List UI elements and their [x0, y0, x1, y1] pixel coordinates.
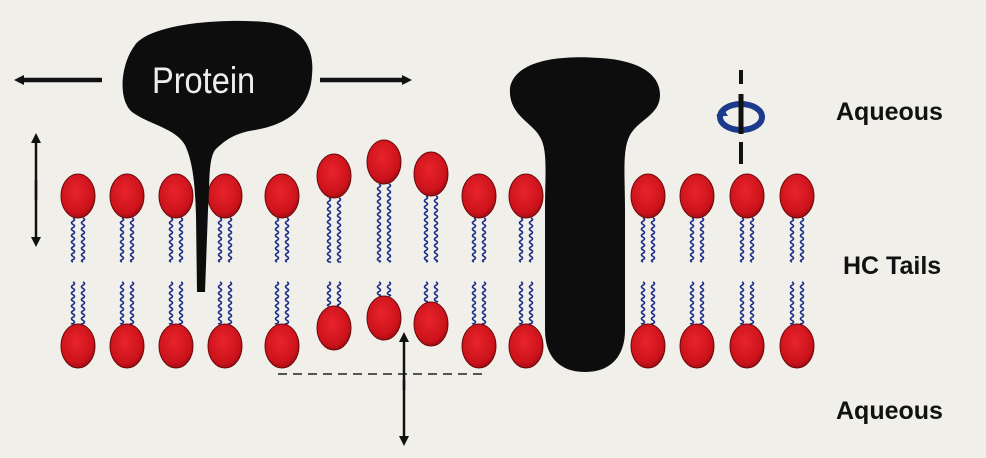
lipid-headgroup: [208, 174, 242, 218]
rotation-icon: [716, 70, 762, 164]
lipid-tail: [425, 282, 428, 302]
lipid-tail: [82, 218, 85, 262]
lipid-tail: [131, 218, 134, 262]
lipid-headgroup: [680, 324, 714, 368]
lipid-tail: [652, 218, 655, 262]
lipid-tail: [388, 184, 391, 262]
lipid-tail: [691, 218, 694, 262]
lipid-headgroup: [730, 324, 764, 368]
lipid-tail: [286, 282, 289, 324]
lipid-tail: [82, 282, 85, 324]
lipid-tail: [388, 282, 391, 296]
lipid-tail: [131, 282, 134, 324]
lipid-headgroup: [730, 174, 764, 218]
lipid-tail: [286, 218, 289, 262]
lipid-tail: [121, 218, 124, 262]
lipid-tail: [701, 218, 704, 262]
lipid-tail: [751, 282, 754, 324]
lipid-headgroup: [159, 324, 193, 368]
lipid-headgroup: [509, 324, 543, 368]
lipid-tail: [791, 218, 794, 262]
lipid-headgroup: [61, 324, 95, 368]
lipid-headgroup: [159, 174, 193, 218]
lipid-tail: [170, 282, 173, 324]
lipid-headgroup: [414, 152, 448, 196]
lipid-tail: [328, 198, 331, 262]
lipid-headgroup: [367, 140, 401, 184]
lipid-headgroup: [110, 174, 144, 218]
lipid-tail: [741, 282, 744, 324]
lipid-headgroup: [680, 174, 714, 218]
lipid-tail: [751, 218, 754, 262]
lipid-tail: [378, 184, 381, 262]
lipid-tail: [219, 218, 222, 262]
lipid-tail: [701, 282, 704, 324]
lipid-tail: [801, 218, 804, 262]
lipid-tail: [642, 218, 645, 262]
lipid-tail: [378, 282, 381, 296]
lipid-tail: [483, 218, 486, 262]
aqueous-bottom-label: Aqueous: [836, 397, 943, 426]
lipid-tail: [691, 282, 694, 324]
lipid-tail: [338, 282, 341, 306]
lipid-headgroup: [462, 174, 496, 218]
lipid-tail: [170, 218, 173, 262]
lipid-tail: [229, 218, 232, 262]
lipid-tail: [652, 282, 655, 324]
lipid-tail: [642, 282, 645, 324]
lipid-tail: [229, 282, 232, 324]
lipid-tail: [338, 198, 341, 262]
lipid-tail: [520, 282, 523, 324]
lipid-headgroup: [110, 324, 144, 368]
lipid-tail: [801, 282, 804, 324]
lipid-tail: [791, 282, 794, 324]
lipid-headgroup: [317, 306, 351, 350]
lipid-tail: [276, 218, 279, 262]
lipid-tail: [180, 282, 183, 324]
lipid-headgroup: [265, 174, 299, 218]
lipid-headgroup: [208, 324, 242, 368]
lipid-tail: [72, 282, 75, 324]
lipid-tail: [483, 282, 486, 324]
lipid-tail: [425, 196, 428, 262]
protein-label: Protein: [152, 60, 255, 102]
lipid-bilayer: [61, 140, 814, 368]
lipid-headgroup: [367, 296, 401, 340]
lipid-tail: [435, 282, 438, 302]
lipid-tail: [741, 218, 744, 262]
lipid-headgroup: [631, 324, 665, 368]
lipid-headgroup: [509, 174, 543, 218]
lipid-tail: [473, 282, 476, 324]
lipid-headgroup: [780, 174, 814, 218]
lipid-tail: [530, 218, 533, 262]
lipid-headgroup: [265, 324, 299, 368]
hc-tails-label: HC Tails: [843, 252, 941, 281]
lipid-tail: [473, 218, 476, 262]
lipid-tail: [520, 218, 523, 262]
lipid-headgroup: [61, 174, 95, 218]
lipid-tail: [219, 282, 222, 324]
lipid-headgroup: [780, 324, 814, 368]
lipid-tail: [435, 196, 438, 262]
lipid-tail: [121, 282, 124, 324]
lipid-tail: [276, 282, 279, 324]
lipid-headgroup: [631, 174, 665, 218]
lipid-tail: [72, 218, 75, 262]
lipid-tail: [530, 282, 533, 324]
lipid-headgroup: [317, 154, 351, 198]
lipid-tail: [180, 218, 183, 262]
lipid-headgroup: [462, 324, 496, 368]
flip-flop-arrow-icon: [278, 336, 488, 442]
lipid-headgroup: [414, 302, 448, 346]
lipid-tail: [328, 282, 331, 306]
aqueous-top-label: Aqueous: [836, 98, 943, 127]
